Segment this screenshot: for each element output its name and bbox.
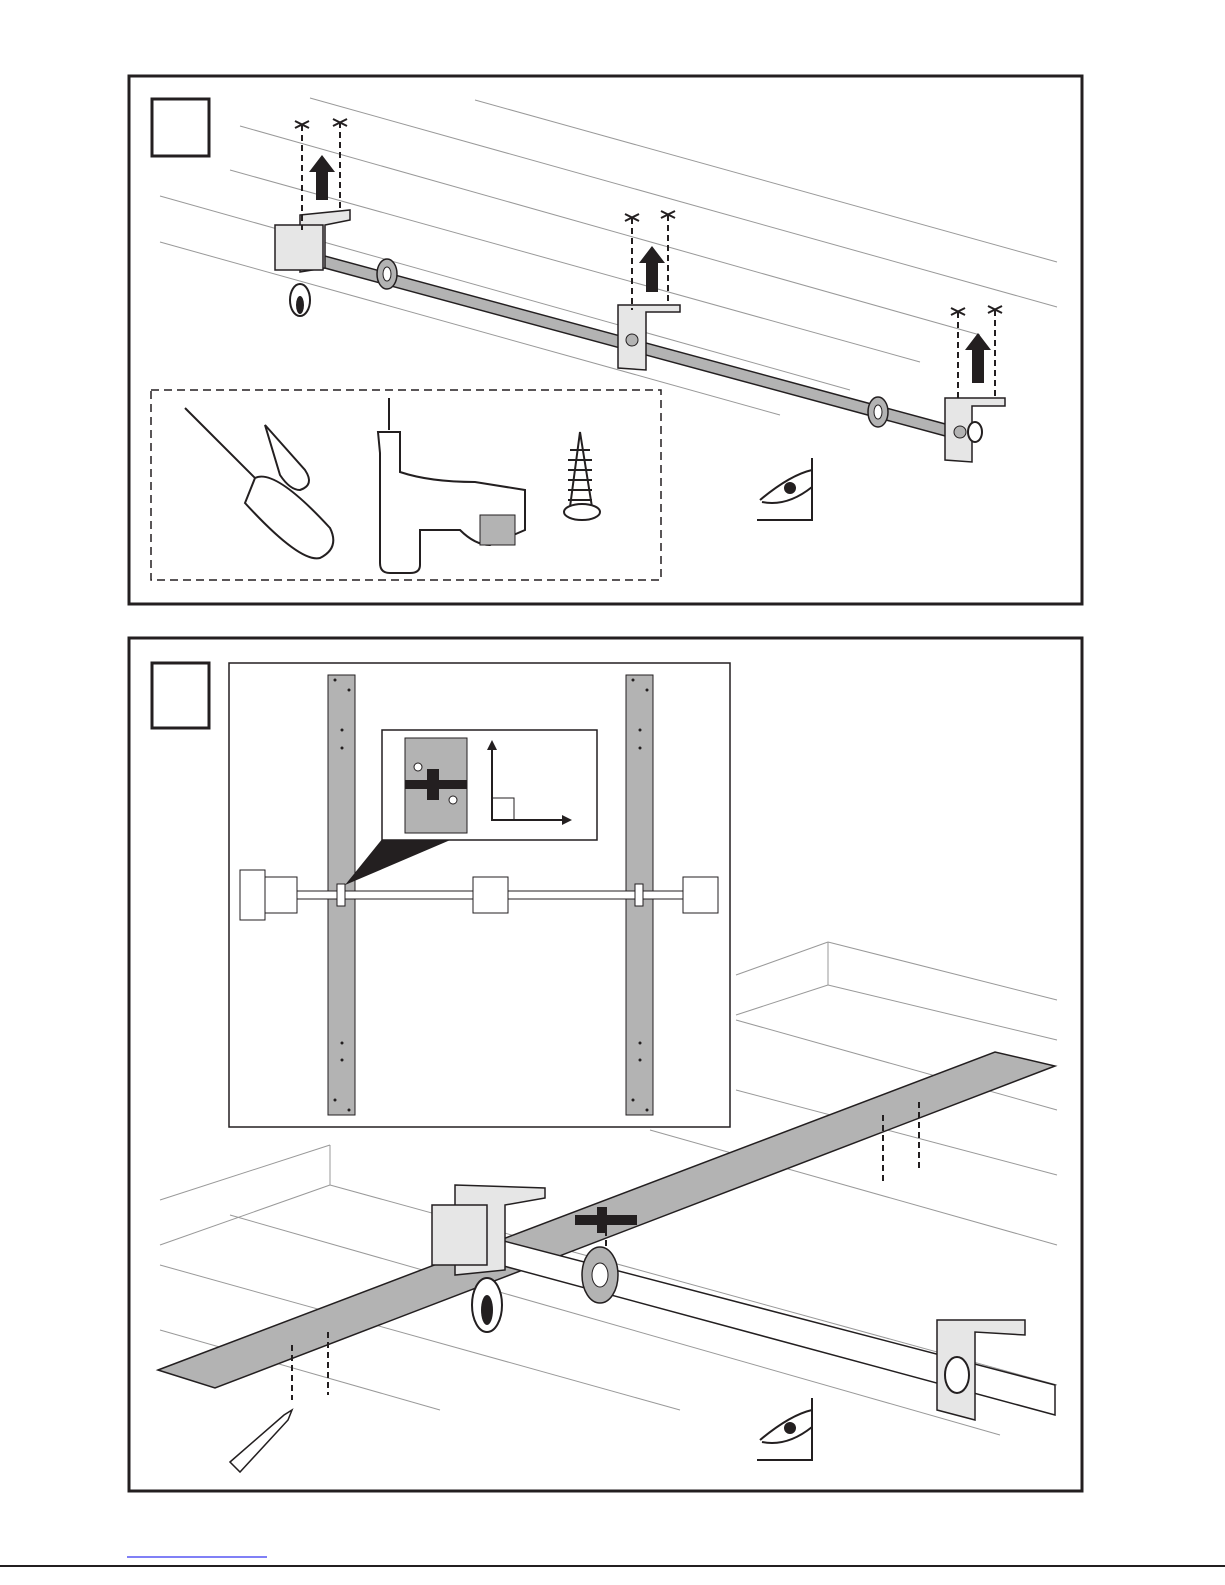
pencil-icon bbox=[228, 1408, 294, 1474]
bushing bbox=[376, 258, 889, 428]
bracket-right bbox=[936, 1319, 1026, 1421]
tools-required-box bbox=[150, 389, 662, 581]
eye-view-icon bbox=[757, 1398, 813, 1461]
screwdriver-icon bbox=[184, 407, 335, 560]
bracket-middle bbox=[617, 304, 681, 371]
up-arrow-icon bbox=[309, 155, 991, 383]
mark-guides bbox=[294, 118, 1003, 400]
step-1-panel bbox=[127, 74, 1084, 606]
bracket-right bbox=[944, 397, 1006, 463]
drive-bracket-left bbox=[274, 209, 351, 317]
step-1-number-box bbox=[150, 97, 211, 158]
step-2-number-box bbox=[150, 661, 211, 730]
eye-view-icon bbox=[757, 458, 813, 521]
ceiling-lines bbox=[159, 941, 1058, 1436]
bushing bbox=[581, 1246, 619, 1304]
template-inset bbox=[228, 662, 731, 1128]
right-angle-icon bbox=[487, 740, 572, 825]
drive-bracket bbox=[431, 1184, 546, 1333]
screw-icon bbox=[563, 431, 601, 521]
drill-icon bbox=[376, 398, 526, 574]
detail-callout bbox=[381, 729, 598, 841]
drill-point-guides bbox=[291, 1102, 920, 1400]
step-2-panel bbox=[127, 636, 1084, 1493]
